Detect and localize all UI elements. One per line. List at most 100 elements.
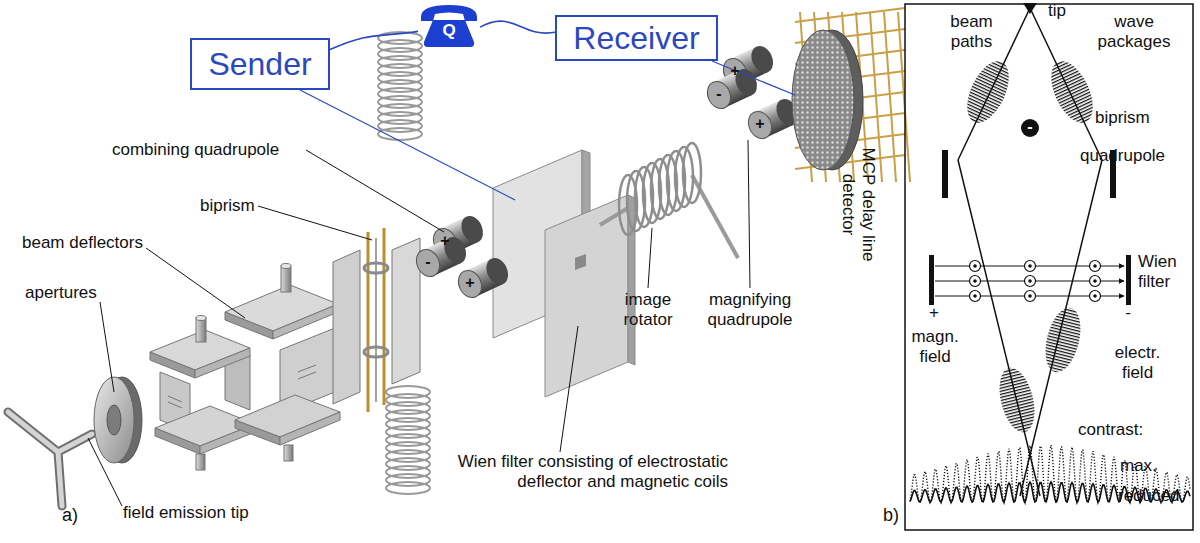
sender-box: Sender	[190, 38, 330, 90]
biprism-assembly	[367, 232, 370, 412]
magnetic-field-symbol	[1090, 261, 1101, 272]
biprism-assembly	[364, 347, 388, 357]
schematic-label: Wien filter	[1138, 252, 1183, 291]
schematic-label: magn. field	[910, 327, 960, 366]
magnetic-field-symbol	[970, 276, 981, 287]
magnifying-quadrupole-rods	[747, 42, 777, 76]
biprism-assembly	[392, 238, 420, 384]
aperture-disc	[94, 377, 142, 463]
polarity-sign: -	[1120, 303, 1136, 323]
polarity-sign: +	[752, 115, 768, 133]
image-rotator-coil	[600, 208, 628, 225]
beam-deflector-plates	[281, 266, 291, 292]
beam-deflector-plates	[150, 264, 340, 471]
leader-line	[258, 206, 372, 240]
schematic-label: beam paths	[944, 12, 999, 51]
magnifying-quadrupole-rods	[703, 78, 735, 113]
magnetic-field-symbol	[1028, 264, 1032, 268]
magnetic-field-symbol	[1090, 291, 1101, 302]
schematic-label: biprism	[1095, 108, 1150, 128]
panel-label: a)	[62, 505, 78, 526]
beam-deflector-plates	[298, 372, 316, 379]
beam-deflector-plates	[196, 454, 205, 470]
combining-quadrupole-rods	[412, 212, 512, 301]
beam-deflector-plates	[196, 316, 206, 321]
polarity-sign: +	[727, 62, 743, 80]
part-label: biprism	[200, 196, 255, 216]
part-label: apertures	[25, 283, 97, 303]
leader-line	[88, 438, 122, 506]
biprism-assembly	[383, 228, 386, 405]
tip-arrow	[1023, 3, 1037, 14]
telephone-icon: Q	[418, 2, 480, 48]
field-emission-tip	[8, 412, 92, 506]
combining-quadrupole-rods	[454, 267, 486, 302]
image-rotator-coil	[600, 143, 738, 258]
leader-line	[300, 90, 515, 200]
part-label: image rotator	[612, 290, 684, 329]
mcp-detector-disc	[792, 30, 863, 170]
biprism-wire	[1021, 119, 1039, 137]
leader-line	[712, 61, 795, 95]
biprism-assembly	[333, 228, 420, 412]
magnifying-quadrupole-rods	[744, 108, 776, 143]
wien-filter-plates	[545, 195, 628, 397]
part-label: combining quadrupole	[112, 140, 279, 160]
wien-filter-plates	[493, 150, 635, 397]
leader-line	[648, 228, 652, 288]
part-label: beam deflectors	[22, 233, 143, 253]
magnetic-field-symbol	[973, 294, 977, 298]
beam-deflector-plates	[168, 396, 182, 402]
beam-deflector-plates	[168, 402, 182, 408]
polarity-sign: +	[462, 274, 478, 292]
part-label: Wien filter consisting of electrostatic …	[398, 452, 728, 491]
beam-deflector-plates	[195, 348, 250, 378]
combining-quadrupole-rods	[457, 212, 487, 246]
wave-package	[959, 55, 1018, 129]
beam-deflector-plates	[235, 420, 280, 445]
delay-line-wires	[795, 8, 905, 22]
magnetic-field-symbol	[1093, 264, 1097, 268]
magnetic-coil	[378, 128, 422, 140]
image-rotator-coil	[683, 143, 701, 203]
magnetic-field-symbol	[1025, 276, 1036, 287]
phone-symbol-text: Q	[418, 22, 480, 39]
polarity-sign: +	[926, 303, 942, 323]
polarity-sign: -	[711, 85, 727, 103]
leader-line	[146, 248, 245, 318]
leader-line	[306, 150, 444, 232]
field-emission-tip	[8, 412, 92, 506]
biprism-assembly	[333, 250, 360, 404]
beam-deflector-plates	[225, 312, 273, 339]
wien-plate	[929, 255, 934, 305]
phone-wire	[480, 21, 555, 33]
leader-line	[560, 326, 578, 452]
schematic-label: electr. field	[1110, 343, 1165, 382]
schematic-label: wave packages	[1094, 12, 1174, 51]
panel-label: b)	[883, 505, 899, 526]
beam-deflector-plates	[280, 412, 340, 445]
magnetic-field-symbol	[973, 279, 977, 283]
leader-line	[100, 302, 114, 392]
part-label: MCP delay line detector	[838, 120, 877, 290]
wave-package	[1039, 304, 1086, 376]
schematic-label: tip	[1048, 1, 1066, 21]
quadrupole-plate	[942, 150, 948, 198]
magnetic-coil	[386, 482, 430, 494]
polarity-sign: -	[1022, 118, 1038, 136]
beam-deflector-plates	[298, 365, 316, 372]
magnetic-field-symbol	[973, 264, 977, 268]
magnetic-field-symbol	[970, 291, 981, 302]
schematic-label: max.	[1120, 456, 1157, 476]
polarity-sign: -	[420, 253, 436, 271]
part-label: field emission tip	[123, 503, 249, 523]
magnetic-field-symbol	[1028, 294, 1032, 298]
wien-plate	[1126, 255, 1131, 305]
beam-deflector-plates	[150, 352, 195, 378]
leader-line	[88, 140, 750, 506]
wien-filter-plates	[575, 254, 586, 270]
schematic-label: reduced	[1118, 486, 1179, 506]
polarity-sign: +	[437, 232, 453, 250]
beam-path	[958, 8, 1040, 496]
